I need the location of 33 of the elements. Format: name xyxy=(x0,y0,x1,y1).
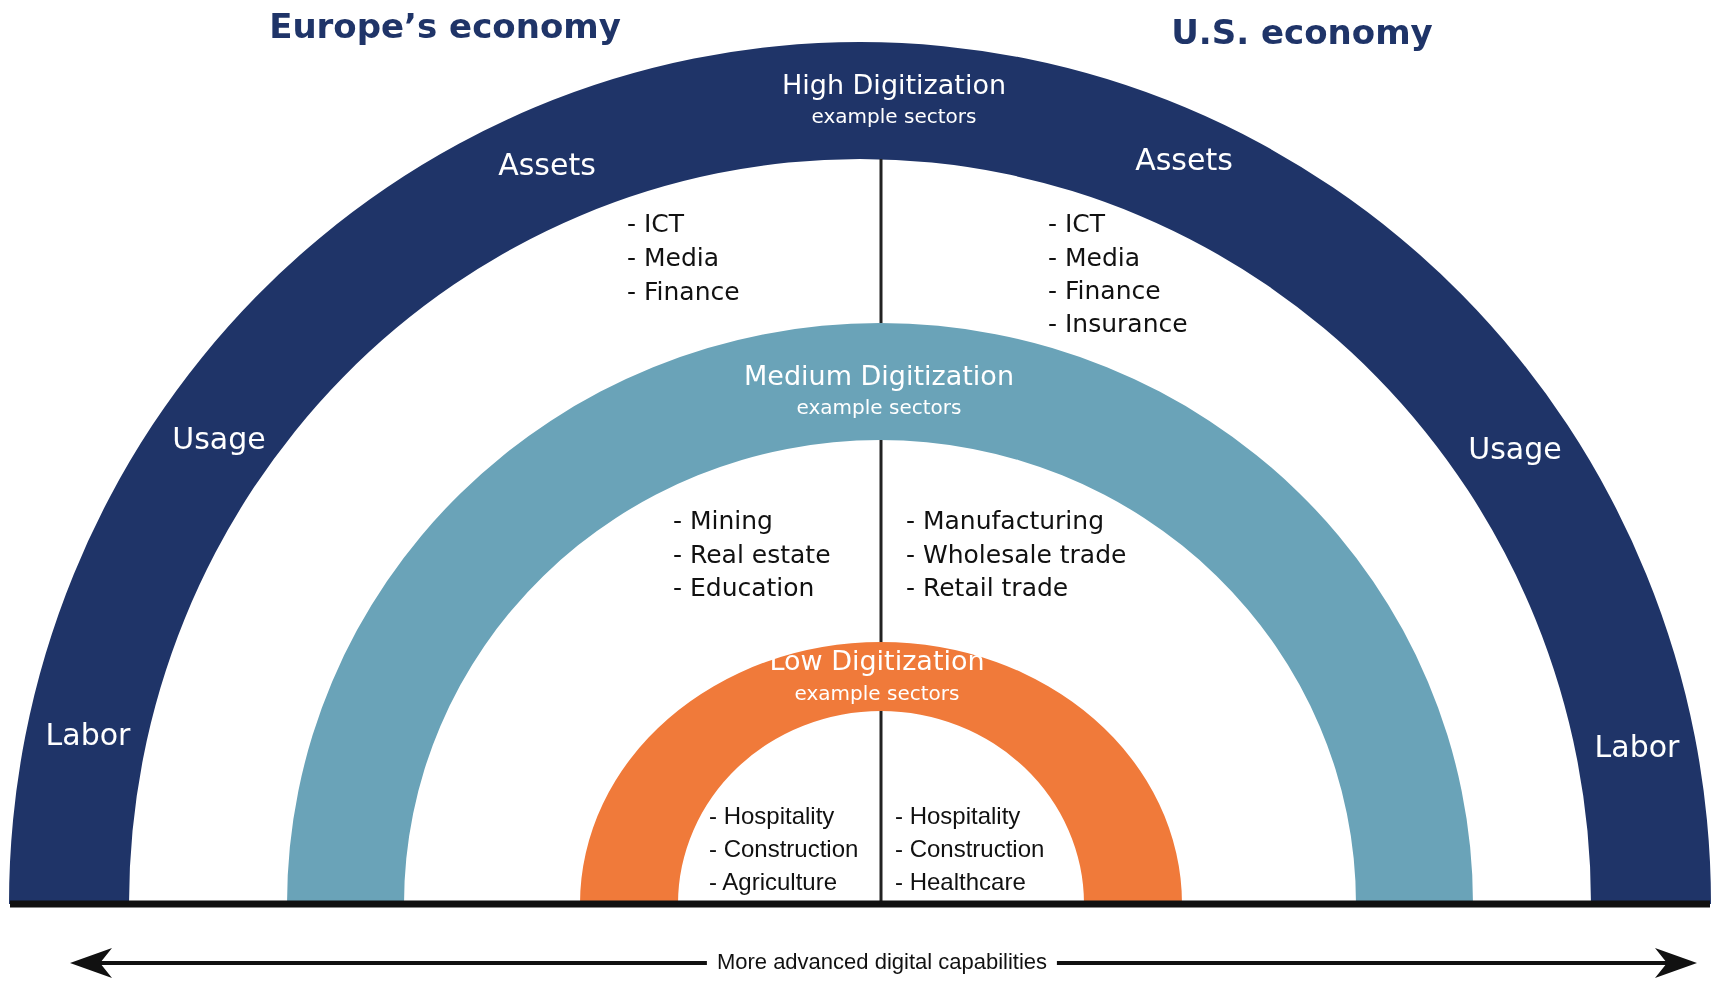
band-title: High Digitization xyxy=(781,70,1007,100)
sector-item: - Finance xyxy=(1048,277,1161,305)
sector-item: - ICT xyxy=(1048,210,1106,238)
band-title: Medium Digitization xyxy=(744,361,1014,391)
sector-item: - Construction xyxy=(709,835,859,863)
sector-item: - Construction xyxy=(895,835,1045,863)
sector-item: - Agriculture xyxy=(709,868,838,896)
sector-item: - Mining xyxy=(673,507,773,535)
sector-item: - Education xyxy=(673,574,815,602)
sector-item: - Finance xyxy=(627,278,740,306)
band-label: Labor xyxy=(45,717,131,751)
sector-item: - Media xyxy=(1048,244,1141,272)
sector-item: - Media xyxy=(627,244,720,272)
sector-item: - Wholesale trade xyxy=(906,541,1127,569)
band-label: Labor xyxy=(1594,729,1680,763)
heading: U.S. economy xyxy=(1171,14,1433,52)
band-label: Assets xyxy=(498,147,596,181)
sector-item: - Insurance xyxy=(1048,310,1188,338)
sector-item: - ICT xyxy=(627,210,685,238)
sector-item: - Healthcare xyxy=(895,868,1026,896)
band-subtitle: example sectors xyxy=(811,105,977,127)
sector-item: - Manufacturing xyxy=(906,507,1104,535)
band-subtitle: example sectors xyxy=(796,396,962,418)
band-label: Assets xyxy=(1135,142,1233,176)
semicircle-band xyxy=(580,642,1182,904)
sector-item: - Hospitality xyxy=(895,802,1021,830)
sector-item: - Hospitality xyxy=(709,802,835,830)
sector-item: - Retail trade xyxy=(906,574,1069,602)
heading: Europe’s economy xyxy=(269,8,621,46)
band-subtitle: example sectors xyxy=(794,682,960,704)
band-label: Usage xyxy=(1468,431,1562,465)
sector-item: - Real estate xyxy=(673,541,831,569)
band-label: Usage xyxy=(172,421,266,455)
